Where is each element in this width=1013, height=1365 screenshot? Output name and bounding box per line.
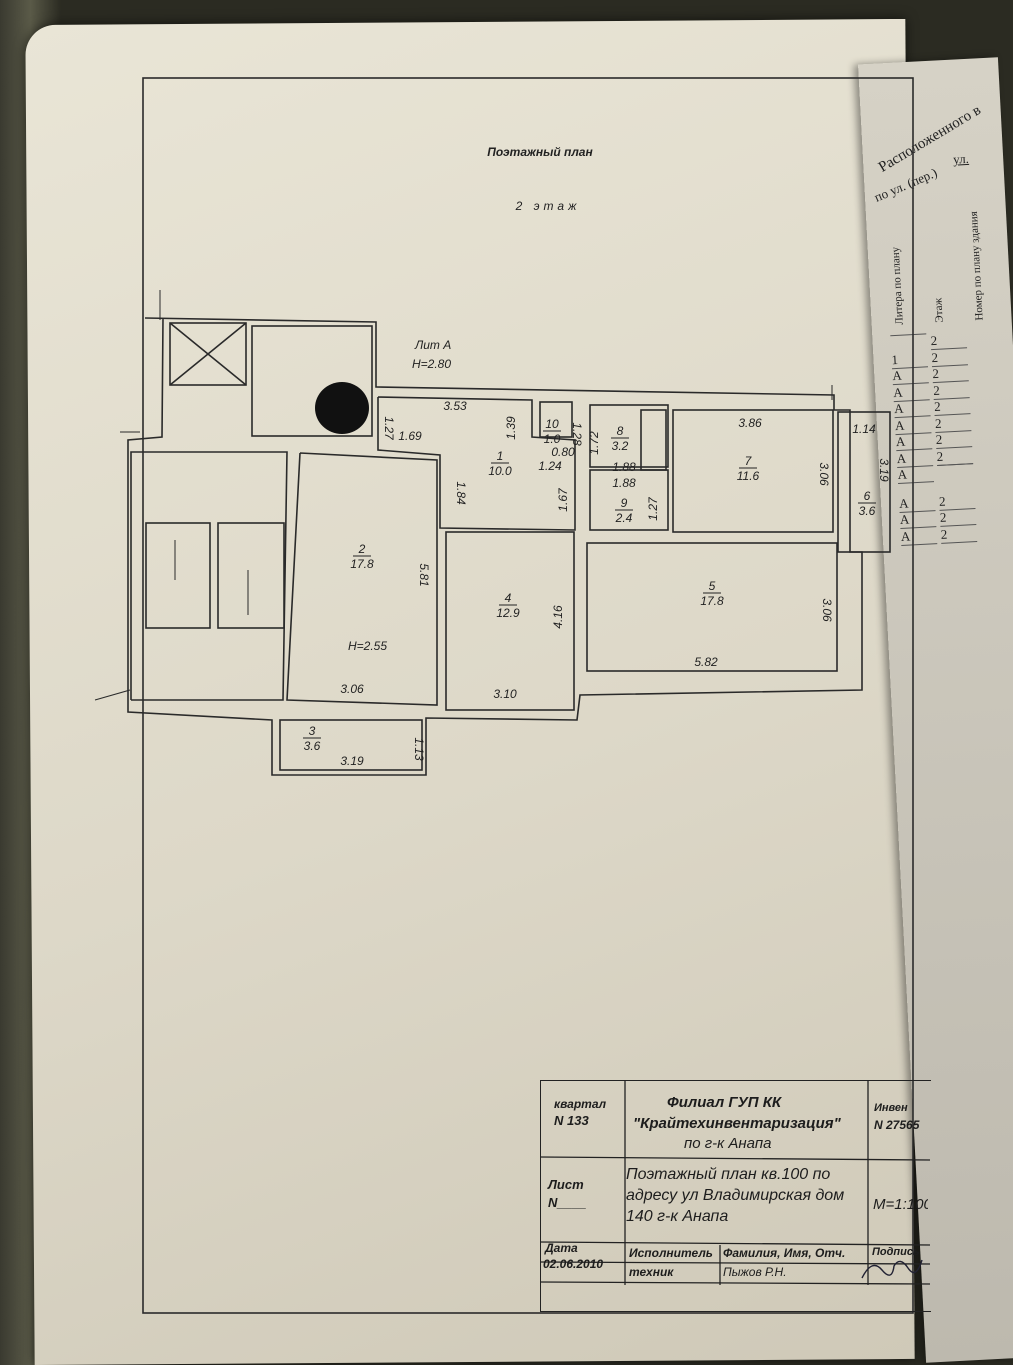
name-value: Пыжов Р.Н. (723, 1265, 787, 1279)
room-dimension: 1.28 (570, 422, 584, 446)
room-number: 1 (497, 449, 504, 463)
room-dimension: 1.88 (612, 460, 636, 474)
org-line: по г-к Анапа (684, 1135, 772, 1152)
description-line: адресу ул Владимирская дом (626, 1187, 845, 1204)
room-number: 4 (505, 591, 512, 605)
room-dimension: 5.81 (417, 563, 431, 586)
room-dimension: 3.10 (493, 687, 517, 701)
floor-label: 2 этаж (515, 199, 581, 213)
room-dimension: 1.88 (612, 476, 636, 490)
sheet-value: N____ (548, 1195, 587, 1210)
room-number: 5 (709, 579, 716, 593)
org-line: Филиал ГУП КК (667, 1094, 782, 1111)
scale: M=1:100 (873, 1196, 928, 1213)
room-area: 17.8 (350, 557, 374, 571)
room-dimension: 1.14 (852, 422, 876, 436)
inv-value: N 27565 (874, 1118, 920, 1132)
elevator (169, 322, 247, 386)
room-dimension: 1.84 (454, 481, 468, 505)
room-dimension: 3.53 (443, 399, 467, 413)
room-area: 17.8 (700, 594, 724, 608)
room-area: 11.6 (737, 469, 760, 483)
executor-label: Исполнитель (629, 1246, 713, 1260)
room-number: 3 (309, 724, 316, 738)
room-number: 10 (545, 417, 559, 431)
room-dimension: 1.67 (556, 487, 570, 512)
kvartal-value: N 133 (554, 1113, 589, 1128)
room-number: 2 (358, 542, 366, 556)
room-area: 10.0 (488, 464, 512, 478)
room-area: 1.0 (544, 432, 561, 446)
room-area: 3.6 (859, 504, 876, 518)
room-dimension: 3.86 (738, 416, 762, 430)
room-dimension: 1.69 (398, 429, 422, 443)
room-number: 6 (864, 489, 871, 503)
room-dimension: 1.27 (382, 416, 396, 441)
room-area: 3.6 (304, 739, 321, 753)
room-number: 9 (621, 496, 628, 510)
height-main: H=2.80 (412, 357, 451, 371)
lit-label: Лит А (414, 338, 451, 352)
page-title: Поэтажный план (487, 145, 593, 159)
room-number: 8 (617, 424, 624, 438)
executor-value: техник (629, 1265, 674, 1279)
page-frame (142, 77, 914, 1314)
room-dimension: 1.27 (646, 496, 660, 521)
room-dimension: 3.06 (820, 598, 834, 622)
room-dimension: 1.72 (587, 431, 601, 455)
height-room2: H=2.55 (348, 639, 387, 653)
room-dimension: 3.19 (340, 754, 364, 768)
title-block (540, 1080, 931, 1312)
redaction-blot (315, 382, 369, 434)
sheet-label: Лист (548, 1177, 584, 1192)
date-value: 02.06.2010 (543, 1257, 604, 1271)
room-dimension: 0.80 (551, 445, 575, 459)
room-dimension: 5.82 (694, 655, 718, 669)
room-area: 2.4 (615, 511, 633, 525)
room-dimension: 1.13 (412, 737, 426, 761)
org-line: "Крайтехинвентаризация" (633, 1115, 841, 1132)
room-dimension: 3.06 (340, 682, 364, 696)
date-label: Дата (545, 1241, 578, 1255)
room-dimension: 3.19 (877, 458, 891, 482)
room-dimension: 1.39 (504, 416, 518, 440)
room-dimension: 3.06 (817, 462, 831, 486)
description-line: Поэтажный план кв.100 по (626, 1166, 831, 1183)
room-area: 3.2 (612, 439, 629, 453)
room-number: 7 (745, 454, 753, 468)
room-dimension: 1.24 (538, 459, 562, 473)
name-label: Фамилия, Имя, Отч. (723, 1246, 846, 1260)
inv-label: Инвен (874, 1102, 908, 1114)
room-dimension: 4.16 (551, 605, 565, 629)
kvartal-label: квартал (554, 1097, 607, 1111)
signature-label: Подпись (872, 1246, 920, 1258)
description-line: 140 г-к Анапа (626, 1208, 729, 1225)
room-area: 12.9 (496, 606, 520, 620)
